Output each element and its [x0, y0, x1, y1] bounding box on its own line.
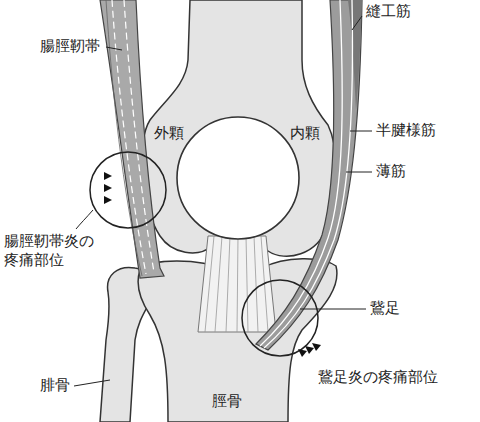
part-label: 外顆 — [154, 124, 184, 143]
part-label: 腸脛靭帯炎の 疼痛部位 — [4, 232, 100, 270]
pain-area-circle — [90, 152, 166, 228]
pain-area-circle — [242, 280, 318, 356]
part-label: 半腱様筋 — [376, 121, 436, 140]
part-label: 脛骨 — [212, 392, 242, 411]
pain-marker — [104, 172, 321, 357]
part-label: 縫工筋 — [366, 2, 411, 21]
patella — [177, 117, 299, 239]
femur-bone — [142, 0, 336, 256]
part-label: 腸脛靭帯 — [40, 37, 100, 56]
part-label: 鵞足 — [370, 299, 400, 318]
part-label: 鵞足炎の疼痛部位 — [318, 368, 438, 387]
part-label: 薄筋 — [376, 162, 406, 181]
part-label: 腓骨 — [40, 376, 70, 395]
part-label: 内顆 — [290, 124, 320, 143]
leader-line — [74, 16, 372, 386]
pes-anserinus-muscles — [256, 0, 362, 350]
